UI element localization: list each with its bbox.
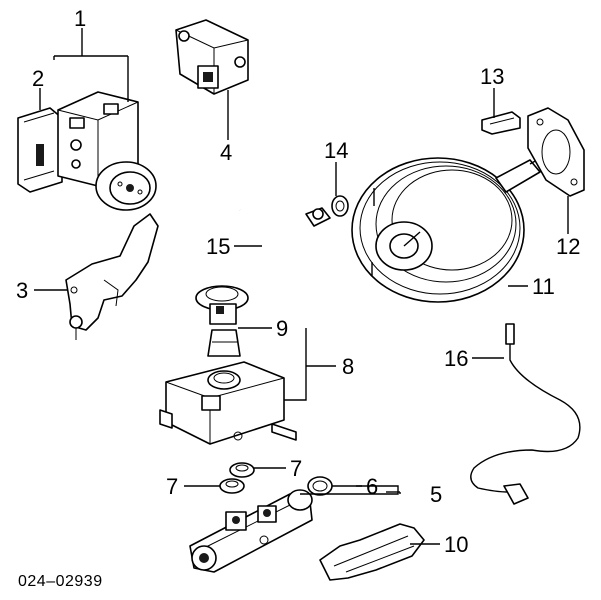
callout-6: 6 (366, 474, 378, 499)
abs-modulator-unit (17, 91, 157, 211)
callout-12: 12 (556, 234, 580, 259)
master-cylinder-shield (319, 523, 425, 581)
callout-8: 8 (342, 354, 354, 379)
reservoir-grommets (219, 462, 255, 494)
callout-16: 16 (444, 346, 468, 371)
callout-7b: 7 (290, 456, 302, 481)
leader-lines (34, 28, 569, 545)
callout-15: 15 (206, 234, 230, 259)
reservoir-cap-filter (195, 285, 249, 357)
vacuum-sensor-wire (470, 323, 581, 505)
callout-7a: 7 (166, 474, 178, 499)
callout-11: 11 (532, 274, 555, 299)
callout-1: 1 (74, 6, 86, 31)
diagram-reference-number: 024–02939 (18, 573, 103, 590)
callout-10: 10 (444, 532, 468, 557)
callout-5: 5 (430, 482, 442, 507)
callout-9: 9 (276, 316, 288, 341)
callout-2: 2 (32, 66, 44, 91)
vacuum-hose (239, 207, 331, 294)
check-valve (331, 195, 349, 217)
brake-booster (351, 155, 545, 303)
booster-gasket (527, 107, 585, 197)
pressure-sensor-module (175, 19, 249, 95)
abs-bracket (65, 213, 159, 340)
callout-14: 14 (324, 138, 348, 163)
callout-4: 4 (220, 140, 232, 165)
callout-13: 13 (480, 64, 504, 89)
callout-3: 3 (16, 278, 28, 303)
seal-ring (307, 476, 333, 496)
master-cylinder (189, 489, 313, 573)
brake-fluid-reservoir (159, 361, 297, 445)
retaining-clip (481, 111, 521, 135)
